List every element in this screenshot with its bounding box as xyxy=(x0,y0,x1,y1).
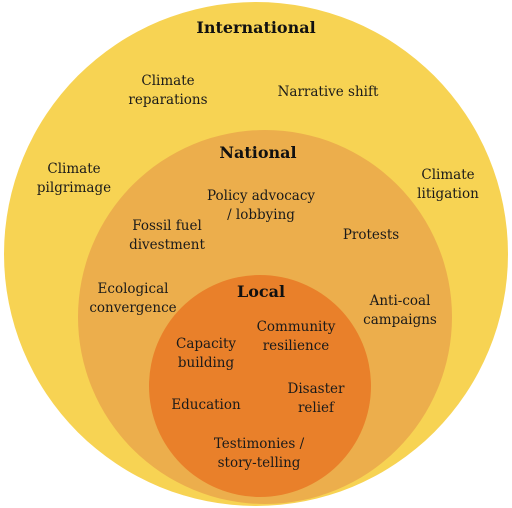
item-line: story-telling xyxy=(217,455,301,471)
item-climate-litigation: Climate litigation xyxy=(417,166,479,204)
item-climate-pilgrimage: Climate pilgrimage xyxy=(37,160,111,198)
item-line: reparations xyxy=(128,92,208,108)
item-policy-advocacy: Policy advocacy / lobbying xyxy=(207,187,315,225)
item-line: Community xyxy=(256,319,336,335)
item-line: divestment xyxy=(129,237,205,253)
item-line: pilgrimage xyxy=(36,180,112,196)
item-testimonies-story-telling: Testimonies / story-telling xyxy=(214,435,304,473)
item-climate-reparations: Climate reparations xyxy=(128,72,207,110)
item-line: Climate xyxy=(47,161,101,177)
item-line: Disaster xyxy=(287,381,345,397)
item-line: litigation xyxy=(417,186,479,202)
item-line: Ecological xyxy=(97,281,169,297)
item-line: Capacity xyxy=(176,336,236,352)
international-title: International xyxy=(196,18,316,37)
item-fossil-fuel-divestment: Fossil fuel divestment xyxy=(129,217,205,255)
item-line: Education xyxy=(171,397,241,413)
item-capacity-building: Capacity building xyxy=(176,335,236,373)
item-line: Protests xyxy=(342,227,400,243)
item-education: Education xyxy=(171,396,240,415)
item-line: / lobbying xyxy=(227,207,295,223)
item-line: Testimonies / xyxy=(213,436,305,452)
item-ecological-convergence: Ecological convergence xyxy=(89,280,176,318)
item-line: building xyxy=(177,355,235,371)
national-title: National xyxy=(219,143,297,162)
item-line: Fossil fuel xyxy=(132,218,202,234)
item-disaster-relief: Disaster relief xyxy=(288,380,345,418)
item-line: campaigns xyxy=(363,312,437,328)
item-anti-coal-campaigns: Anti-coal campaigns xyxy=(363,292,437,330)
item-line: convergence xyxy=(89,300,177,316)
item-line: Climate xyxy=(141,73,195,89)
item-line: relief xyxy=(297,400,335,416)
item-line: Policy advocacy xyxy=(206,188,316,204)
item-narrative-shift: Narrative shift xyxy=(278,83,379,102)
item-protests: Protests xyxy=(343,226,399,245)
item-line: Narrative shift xyxy=(277,84,379,100)
item-line: resilience xyxy=(262,338,330,354)
item-line: Anti-coal xyxy=(369,293,431,309)
local-title: Local xyxy=(236,282,286,301)
item-community-resilience: Community resilience xyxy=(257,318,336,356)
item-line: Climate xyxy=(421,167,475,183)
local-circle xyxy=(149,275,371,497)
